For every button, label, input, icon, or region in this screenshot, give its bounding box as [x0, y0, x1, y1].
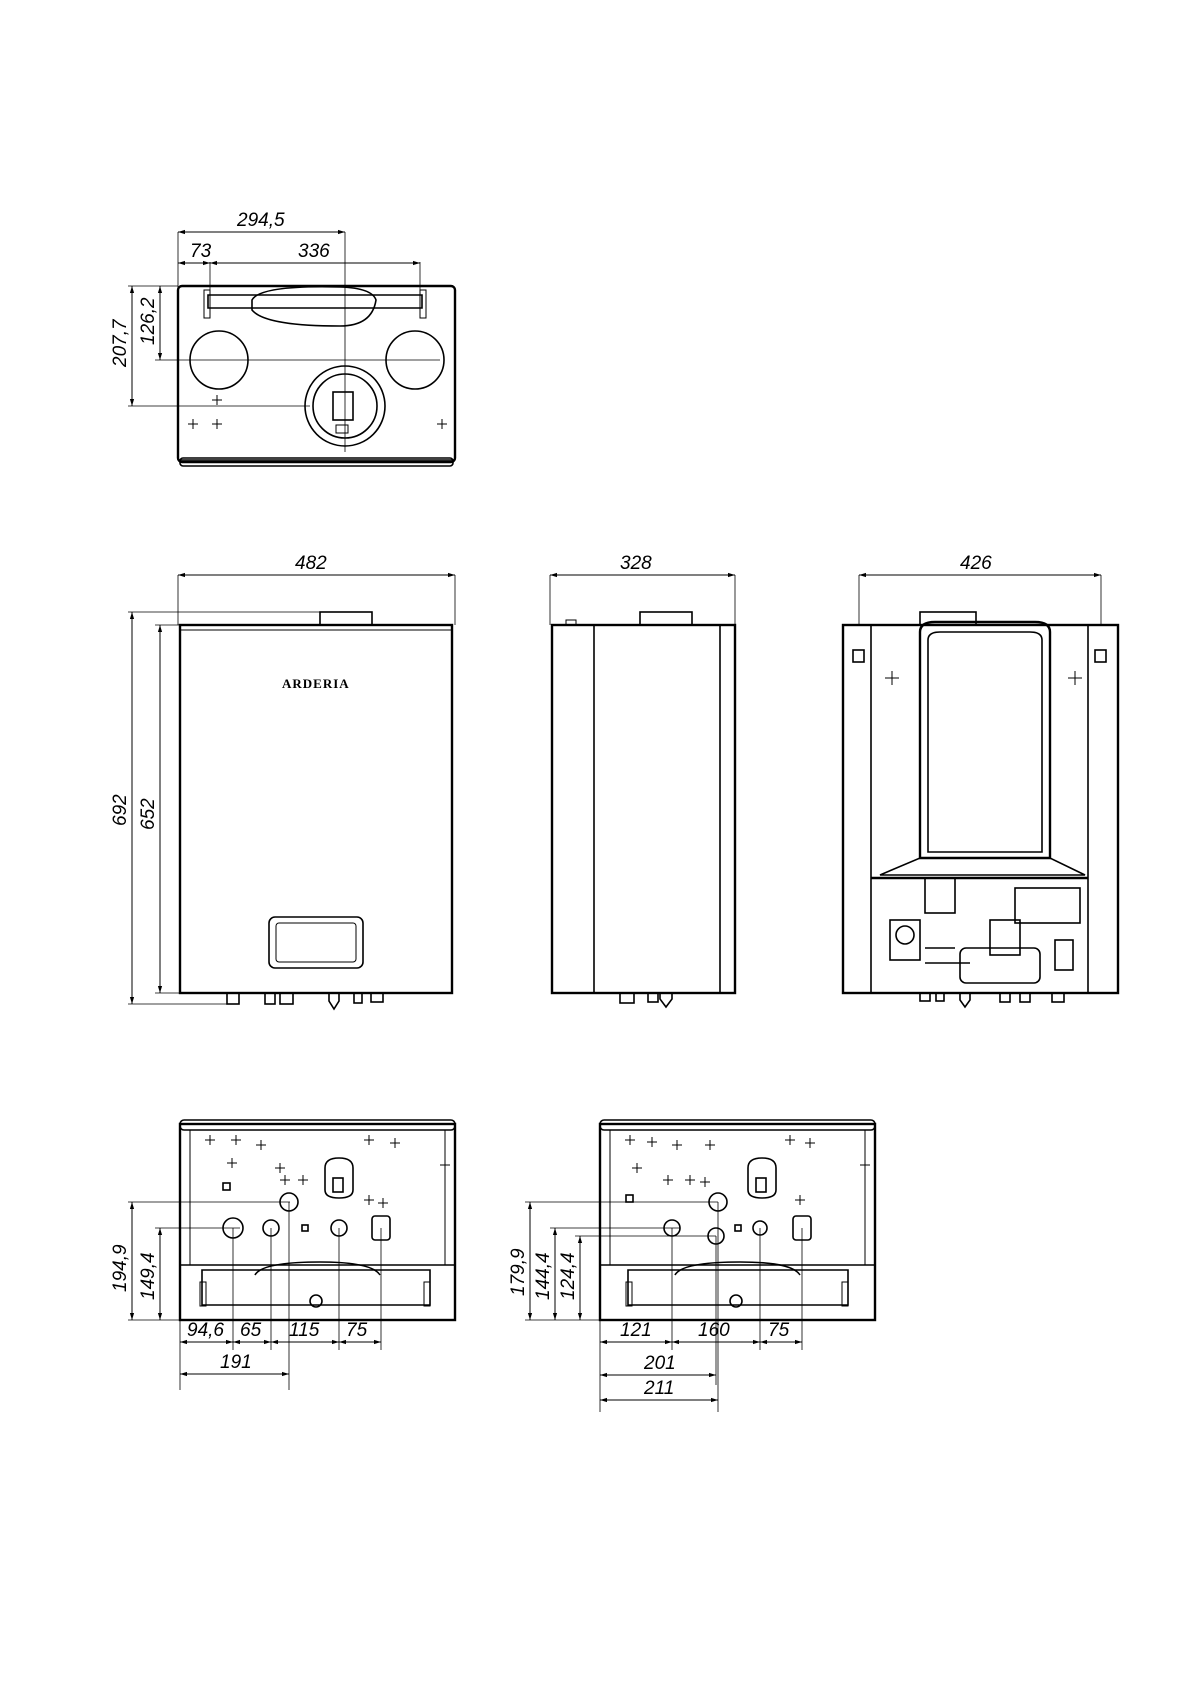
- dim-482: 482: [295, 553, 327, 574]
- front-view: 482 ARDERIA 692 652: [110, 553, 456, 1011]
- back-frame: [841, 623, 1120, 995]
- top-view: 294,5 73 336 207,7 126,2: [110, 210, 457, 467]
- bottom-2-body: [598, 1122, 877, 1322]
- dim-75-b: 75: [768, 1320, 790, 1341]
- dim-94-6: 94,6: [187, 1320, 224, 1341]
- heat-exchanger: [918, 620, 1052, 860]
- dim-121: 121: [620, 1320, 652, 1341]
- dim-211: 211: [643, 1378, 674, 1399]
- bottom-1-body: [178, 1122, 457, 1322]
- back-view: 426: [841, 553, 1120, 1009]
- dim-692: 692: [110, 794, 131, 826]
- dim-75-a: 75: [346, 1320, 368, 1341]
- dim-201: 201: [643, 1353, 676, 1374]
- dim-426: 426: [960, 553, 992, 574]
- display-window: [268, 916, 364, 969]
- dim-179-9: 179,9: [508, 1248, 529, 1296]
- bottom-view-1: 194,9 149,4 94,6 65 115 75 191: [110, 1119, 457, 1390]
- side-view: 328: [549, 553, 737, 1009]
- bottom-view-2: 179,9 144,4 124,4 121 160 75 201 211: [508, 1119, 877, 1412]
- dim-328: 328: [620, 553, 652, 574]
- dim-144-4: 144,4: [533, 1252, 554, 1300]
- front-panel: [178, 623, 454, 995]
- dim-124-4: 124,4: [558, 1252, 579, 1300]
- dim-207-7: 207,7: [110, 318, 131, 368]
- internal-components: [889, 877, 1081, 984]
- top-view-body: [176, 284, 457, 464]
- dim-65: 65: [240, 1320, 262, 1341]
- dim-126-2: 126,2: [138, 297, 159, 345]
- side-body: [550, 623, 737, 995]
- brand-logo: ARDERIA: [282, 676, 350, 691]
- dim-191: 191: [220, 1352, 252, 1373]
- dim-160: 160: [698, 1320, 730, 1341]
- dim-115: 115: [289, 1320, 320, 1341]
- dim-149-4: 149,4: [138, 1252, 159, 1300]
- dim-73: 73: [190, 241, 212, 262]
- dim-336: 336: [298, 241, 330, 262]
- top-handle: [207, 294, 423, 309]
- dim-652: 652: [138, 798, 159, 830]
- dim-294-5: 294,5: [236, 210, 285, 231]
- dim-194-9: 194,9: [110, 1244, 131, 1292]
